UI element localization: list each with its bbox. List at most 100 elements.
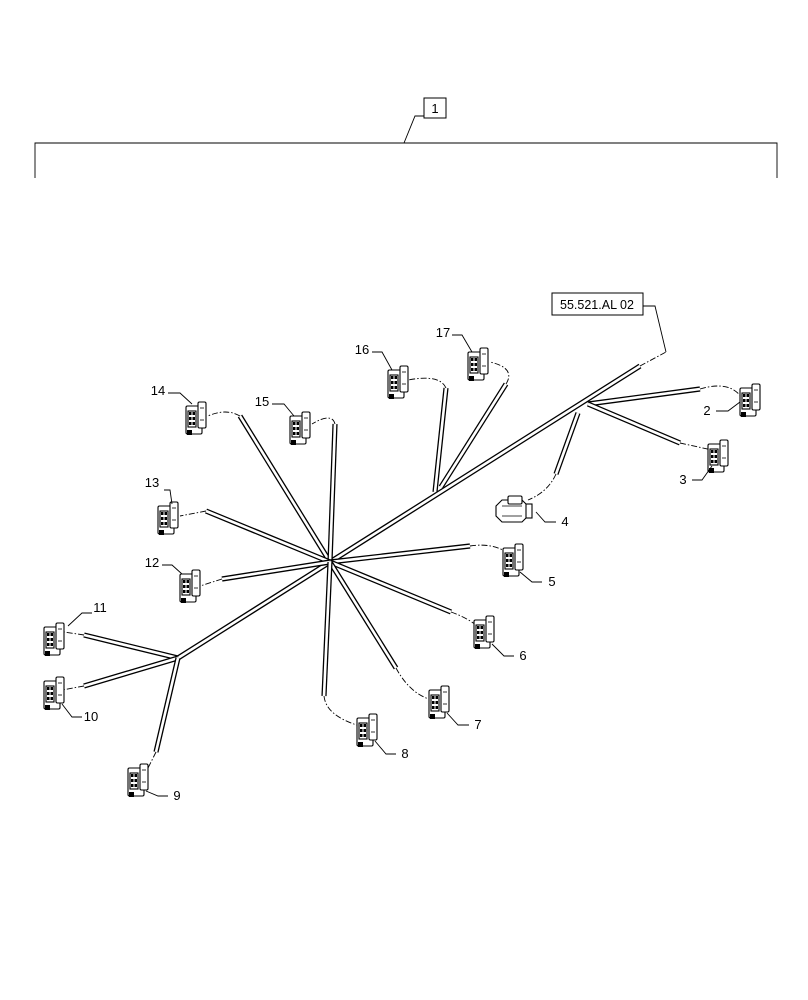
connector-icon <box>502 543 524 577</box>
connector-icon <box>467 347 489 381</box>
connector-12[interactable]: 12 <box>145 555 201 603</box>
connector-icon <box>428 685 450 719</box>
callout-number: 14 <box>151 383 165 398</box>
callout-number: 8 <box>401 746 408 761</box>
lead-line <box>407 377 447 389</box>
wire-segment <box>83 632 179 661</box>
connector-7[interactable]: 7 <box>428 685 482 732</box>
wire-segment <box>176 559 332 661</box>
callout-number: 11 <box>93 600 107 615</box>
callout-number: 15 <box>255 394 269 409</box>
lead-line <box>311 417 336 425</box>
callout-leader <box>67 612 92 627</box>
connector-5[interactable]: 5 <box>502 543 556 589</box>
callout-leader <box>452 334 473 353</box>
wire-segment <box>205 508 331 565</box>
connector-icon <box>43 622 65 656</box>
lead-line <box>469 544 513 557</box>
callout-leader <box>272 403 295 417</box>
wire-segment <box>321 561 333 697</box>
callout-leader <box>61 703 82 718</box>
connector-15[interactable]: 15 <box>255 394 311 445</box>
callout-leader <box>145 790 168 797</box>
callout-leader <box>374 740 396 755</box>
connector-4[interactable]: 4 <box>495 495 569 529</box>
wire-segment <box>327 423 338 563</box>
wire-segment <box>328 363 642 565</box>
lead-line <box>395 667 433 701</box>
callout-leader <box>519 571 542 583</box>
connectors: 2 3 4 5 6 7 8 9 10 11 12 13 14 15 16 17 <box>43 325 761 803</box>
reference-callout[interactable]: 55.521.AL 02 <box>551 292 667 353</box>
plug-connector-icon <box>495 495 533 523</box>
callout-number: 4 <box>561 514 568 529</box>
connector-3[interactable]: 3 <box>679 439 729 487</box>
lead-line <box>699 385 743 399</box>
lead-line <box>179 510 207 517</box>
callout-number: 7 <box>474 717 481 732</box>
assembly-item-label: 1 <box>431 101 438 116</box>
callout-number: 5 <box>548 574 555 589</box>
harness-wires <box>83 363 701 753</box>
callout-leader <box>491 643 514 657</box>
connector-6[interactable]: 6 <box>473 615 527 663</box>
connector-icon <box>707 439 729 473</box>
connector-icon <box>473 615 495 649</box>
callout-number: 16 <box>355 342 369 357</box>
callout-number: 10 <box>84 709 98 724</box>
callout-number: 9 <box>173 788 180 803</box>
callout-leader <box>372 351 393 371</box>
lead-line <box>489 361 510 385</box>
callout-leader <box>692 465 713 481</box>
wire-segment <box>553 412 581 475</box>
wire-segment <box>432 387 449 493</box>
connector-icon <box>739 383 761 417</box>
wire-segment <box>438 382 509 489</box>
connector-icon <box>179 569 201 603</box>
wire-segment <box>327 560 399 670</box>
lead-line <box>679 442 713 451</box>
wire-segment <box>221 559 331 582</box>
connector-17[interactable]: 17 <box>436 325 489 381</box>
wire-segment <box>587 386 701 407</box>
connector-11[interactable]: 11 <box>43 600 107 656</box>
lead-line <box>63 631 85 636</box>
connector-2[interactable]: 2 <box>703 383 761 418</box>
connector-13[interactable]: 13 <box>145 475 179 535</box>
connector-icon <box>157 501 179 535</box>
wire-segment <box>586 401 682 446</box>
callout-leader <box>168 392 193 405</box>
lead-line <box>199 578 223 587</box>
lead-line <box>527 473 557 501</box>
wire-segment <box>237 414 333 564</box>
reference-label: 55.521.AL 02 <box>560 298 634 312</box>
connector-10[interactable]: 10 <box>43 676 98 724</box>
connector-leads <box>61 351 743 773</box>
callout-number: 13 <box>145 475 159 490</box>
wire-segment <box>153 657 181 753</box>
connector-icon <box>387 365 409 399</box>
connector-icon <box>127 763 149 797</box>
connector-icon <box>289 411 311 445</box>
connector-14[interactable]: 14 <box>151 383 207 435</box>
callout-leader <box>164 489 173 505</box>
wire-segment <box>329 559 452 615</box>
assembly-bracket: 1 <box>34 97 778 178</box>
connector-icon <box>356 713 378 747</box>
connector-16[interactable]: 16 <box>355 342 409 399</box>
connector-icon <box>185 401 207 435</box>
lead-line <box>145 751 157 773</box>
callout-leader <box>446 712 469 726</box>
lead-line <box>61 685 85 691</box>
connector-8[interactable]: 8 <box>356 713 409 761</box>
wire-segment <box>329 543 471 565</box>
lead-line <box>207 411 241 417</box>
callout-number: 6 <box>519 648 526 663</box>
callout-number: 12 <box>145 555 159 570</box>
connector-9[interactable]: 9 <box>127 763 181 803</box>
callout-number: 2 <box>703 403 710 418</box>
lead-line <box>450 611 481 629</box>
connector-icon <box>43 676 65 710</box>
lead-line <box>639 351 667 367</box>
